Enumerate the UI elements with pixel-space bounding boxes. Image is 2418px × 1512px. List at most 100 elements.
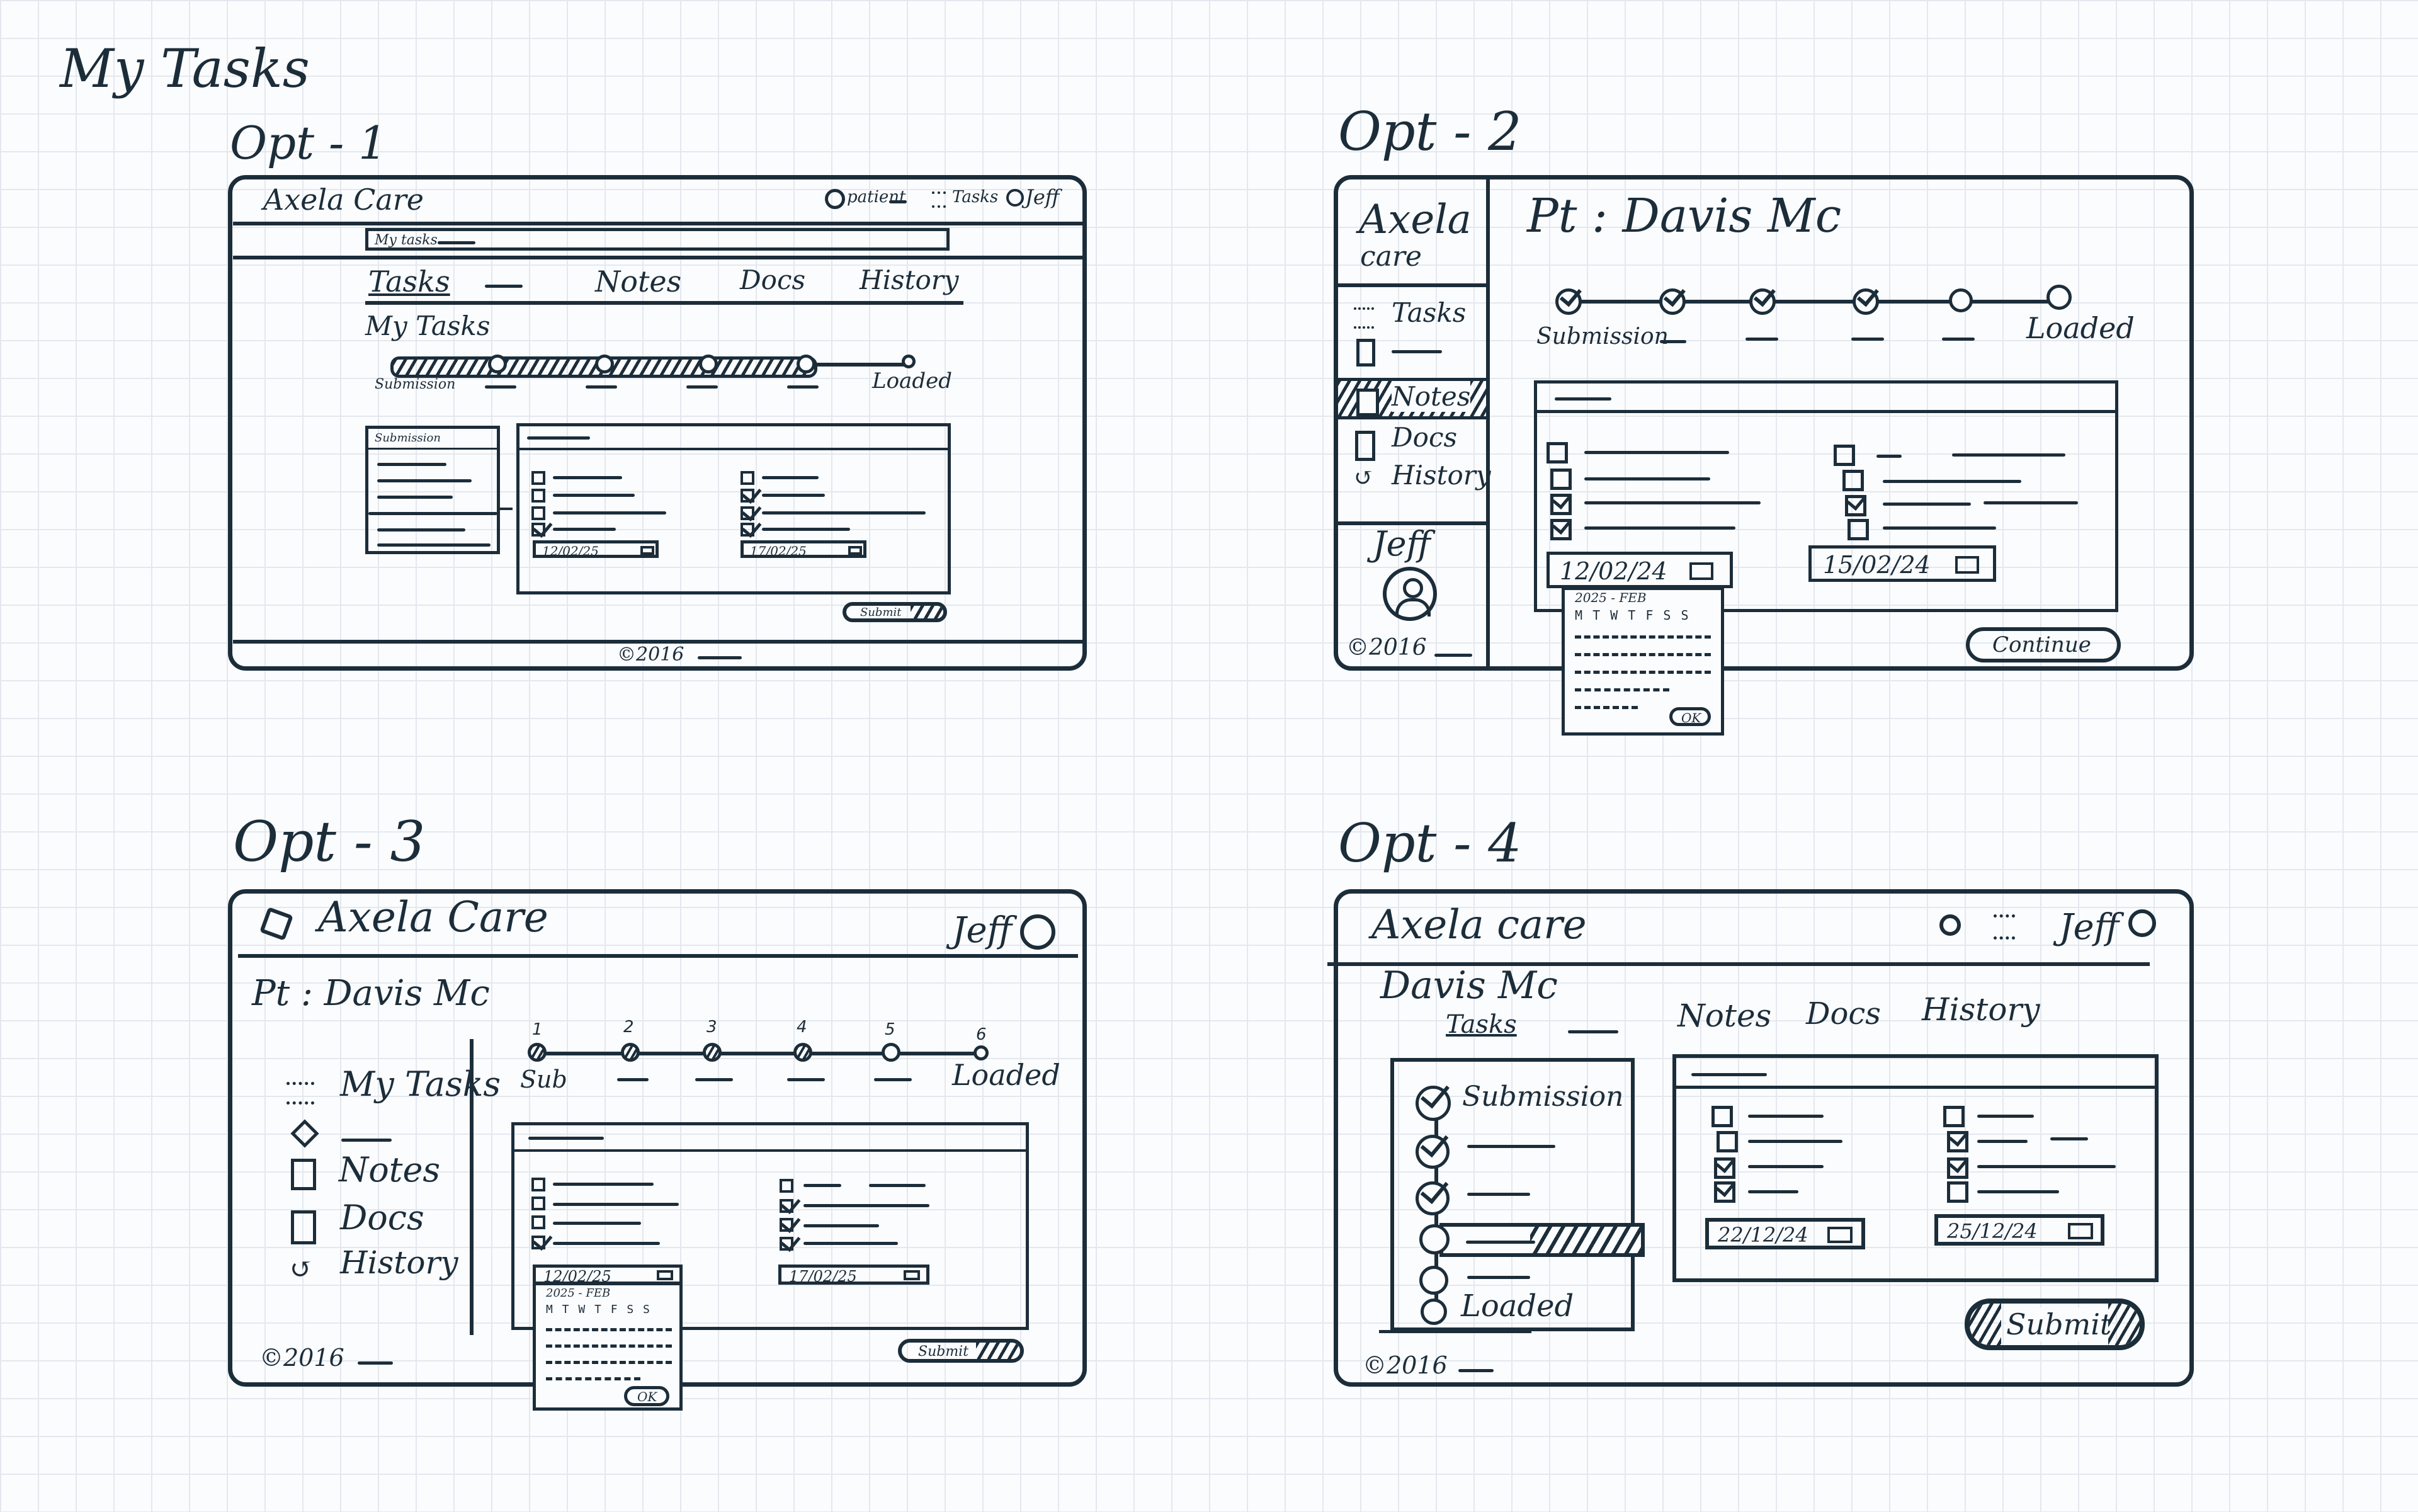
opt1-tab-docs[interactable]: Docs [740,264,806,295]
opt1-submission-list[interactable]: Submission [365,426,500,554]
opt1-checkbox[interactable] [531,489,545,503]
opt1-tab-notes[interactable]: Notes [595,264,682,298]
opt2-date-field-2[interactable]: 15/02/24 [1808,545,1996,582]
opt2-user-name[interactable]: Jeff [1373,524,1431,564]
opt1-tab-history[interactable]: History [860,264,959,295]
opt4-tab-notes[interactable]: Notes [1677,998,1772,1034]
opt4-step-node[interactable] [1419,1266,1448,1295]
opt3-calendar-icon[interactable] [904,1270,920,1280]
opt2-calendar-icon[interactable] [1689,562,1713,580]
opt1-search-icon[interactable] [825,189,845,209]
opt3-checkbox[interactable] [780,1199,793,1213]
opt3-nav-my-tasks[interactable]: My Tasks [340,1064,501,1104]
opt4-user-name[interactable]: Jeff [2059,907,2120,948]
opt3-nav-docs[interactable]: Docs [340,1198,424,1237]
opt3-checkbox[interactable] [531,1197,545,1210]
opt1-checkbox[interactable] [531,506,545,520]
opt1-tab-placeholder[interactable] [485,285,523,288]
opt2-checkbox[interactable] [1845,495,1866,516]
opt2-avatar-icon[interactable] [1383,567,1437,621]
opt4-step-node[interactable] [1416,1135,1450,1169]
opt3-calendar-popup[interactable]: 2025 - FEB M T W T F S S OK [533,1282,683,1411]
opt4-checkbox[interactable] [1711,1106,1733,1127]
opt2-checkbox[interactable] [1547,442,1568,463]
opt2-checkbox[interactable] [1848,519,1869,540]
opt2-calendar-icon[interactable] [1955,556,1979,574]
opt1-checkbox[interactable] [531,471,545,485]
opt3-checkbox[interactable] [780,1179,793,1193]
opt4-tab-docs[interactable]: Docs [1806,996,1881,1032]
opt4-submit-button[interactable]: Submit [1965,1299,2145,1350]
opt3-submit-button[interactable]: Submit [898,1339,1024,1363]
opt3-nav-placeholder[interactable] [341,1139,392,1142]
opt1-date-field-1[interactable]: 12/02/25 [533,540,659,559]
opt4-checkbox[interactable] [1714,1157,1735,1179]
opt3-nav-notes[interactable]: Notes [339,1150,441,1190]
opt4-checkbox[interactable] [1943,1106,1965,1127]
opt1-tasks-link[interactable]: Tasks [952,188,999,207]
opt4-step-active[interactable] [1439,1223,1645,1257]
opt3-checkbox[interactable] [531,1215,545,1229]
opt3-task-panel [511,1122,1029,1330]
opt3-checkbox[interactable] [531,1236,545,1249]
opt4-date-field-2[interactable]: 25/12/24 [1934,1214,2104,1246]
opt4-tab-history[interactable]: History [1922,991,2040,1028]
opt4-checkbox[interactable] [1714,1181,1735,1203]
opt2-checkbox[interactable] [1834,445,1855,466]
opt1-tab-tasks[interactable]: Tasks [368,264,450,298]
opt4-checkbox[interactable] [1947,1157,1968,1179]
opt1-checkbox[interactable] [741,506,754,520]
opt2-calendar-popup[interactable]: 2025 - FEB M T W T F S S OK [1562,587,1724,736]
opt4-calendar-icon[interactable] [1827,1227,1853,1243]
opt2-checkbox[interactable] [1842,470,1864,491]
opt4-date-field-1[interactable]: 22/12/24 [1705,1218,1865,1249]
opt1-submit-button[interactable]: Submit [843,602,947,622]
opt3-checkbox[interactable] [780,1218,793,1232]
opt4-tab-placeholder[interactable] [1568,1030,1618,1033]
opt2-nav-placeholder[interactable] [1392,350,1442,353]
opt2-nav-history[interactable]: History [1392,460,1491,491]
opt3-calendar-icon[interactable] [657,1270,673,1280]
opt4-checkbox[interactable] [1947,1181,1968,1203]
opt1-checkbox[interactable] [741,471,754,485]
opt3-checkbox[interactable] [531,1178,545,1191]
opt1-date-field-2[interactable]: 17/02/25 [741,540,866,559]
opt4-step-node[interactable] [1421,1299,1447,1325]
opt4-list-icon[interactable] [1994,914,2015,940]
opt3-user-name[interactable]: Jeff [952,910,1013,951]
opt1-breadcrumb[interactable]: My tasks [365,228,950,251]
opt1-checkbox[interactable] [741,489,754,503]
opt4-avatar-icon[interactable] [2128,909,2156,937]
opt2-nav-docs[interactable]: Docs [1392,422,1458,453]
opt2-nav-notes-active[interactable]: Notes [1337,378,1486,419]
opt4-step-node[interactable] [1419,1224,1450,1254]
opt1-checkbox[interactable] [741,523,754,537]
opt1-list-icon[interactable] [932,191,946,208]
opt2-checkbox[interactable] [1550,519,1572,540]
opt4-checkbox[interactable] [1947,1131,1968,1152]
opt4-checkbox[interactable] [1717,1131,1738,1152]
opt2-checkbox[interactable] [1550,469,1572,490]
opt1-user-icon[interactable] [1006,189,1024,207]
opt1-user-name[interactable]: Jeff [1025,185,1060,209]
opt2-nav-tasks[interactable]: Tasks [1392,297,1467,328]
opt1-calendar-icon[interactable] [640,546,654,555]
opt1-search-input[interactable]: patient [847,188,906,207]
opt1-calendar-icon[interactable] [848,546,862,555]
opt3-avatar-icon[interactable] [1020,914,1055,950]
opt3-date-field-2[interactable]: 17/02/25 [778,1265,929,1285]
opt2-checkbox[interactable] [1550,494,1572,515]
opt3-date-field-1[interactable]: 12/02/25 [533,1265,683,1285]
opt2-date-field-1[interactable]: 12/02/24 [1547,552,1733,588]
opt2-calendar-ok-button[interactable]: OK [1669,707,1711,726]
opt4-calendar-icon[interactable] [2068,1223,2093,1239]
opt3-nav-history[interactable]: History [340,1244,458,1281]
opt3-checkbox[interactable] [780,1237,793,1251]
opt3-calendar-ok-button[interactable]: OK [624,1386,669,1406]
opt4-step-node[interactable] [1416,1086,1451,1121]
opt4-search-icon[interactable] [1939,914,1961,936]
opt4-tab-tasks[interactable]: Tasks [1446,1010,1517,1039]
opt1-checkbox[interactable] [531,523,545,537]
opt2-continue-button[interactable]: Continue [1966,627,2121,662]
opt4-step-node[interactable] [1416,1181,1450,1215]
